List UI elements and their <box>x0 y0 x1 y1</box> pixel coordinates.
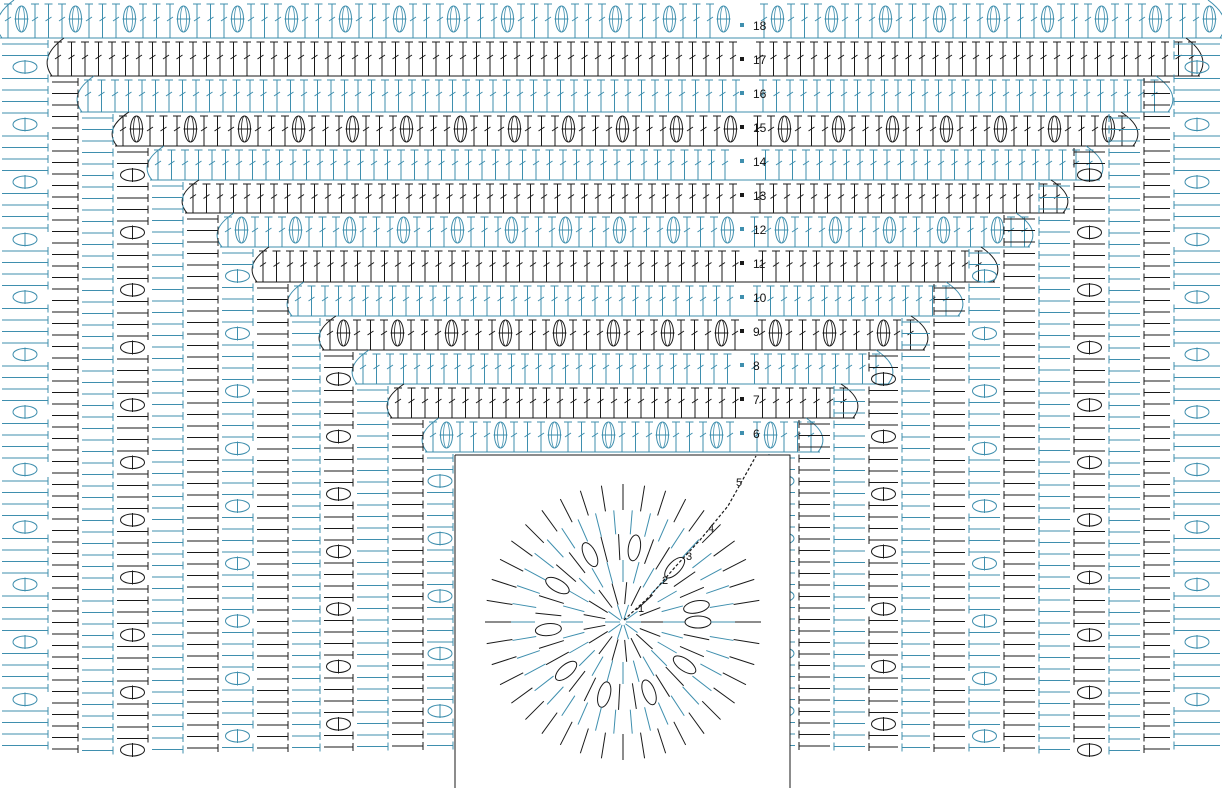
side-column-left <box>392 420 423 750</box>
row-number-label: 17 <box>753 53 767 67</box>
row-number-label: 14 <box>753 155 767 169</box>
row-number-label: 15 <box>753 121 767 135</box>
row-number-label: 12 <box>753 223 767 237</box>
row-start-marker <box>740 57 744 61</box>
row-number-label: 13 <box>753 189 767 203</box>
row-number-label: 8 <box>753 359 760 373</box>
row-number-label: 7 <box>753 393 760 407</box>
row-start-marker <box>740 295 744 299</box>
round-number-label: 3 <box>686 551 692 563</box>
row-number-label: 16 <box>753 87 767 101</box>
row-start-marker <box>740 261 744 265</box>
row-number-label: 10 <box>753 291 767 305</box>
center-motif <box>455 455 790 788</box>
row-start-marker <box>740 91 744 95</box>
row-number-label: 11 <box>753 257 766 271</box>
row-start-marker <box>740 125 744 129</box>
side-column-right <box>799 420 830 750</box>
row-start-marker <box>740 23 744 27</box>
row-start-marker <box>740 227 744 231</box>
row-start-marker <box>740 329 744 333</box>
row-start-marker <box>740 363 744 367</box>
row-number-label: 18 <box>753 19 767 33</box>
row-start-marker <box>740 159 744 163</box>
row-start-marker <box>740 193 744 197</box>
band-row <box>47 38 1203 76</box>
row-number-label: 9 <box>753 325 760 339</box>
row-number-label: 6 <box>753 427 760 441</box>
row-start-marker <box>740 431 744 435</box>
row-start-marker <box>740 397 744 401</box>
band-row <box>182 180 1068 213</box>
